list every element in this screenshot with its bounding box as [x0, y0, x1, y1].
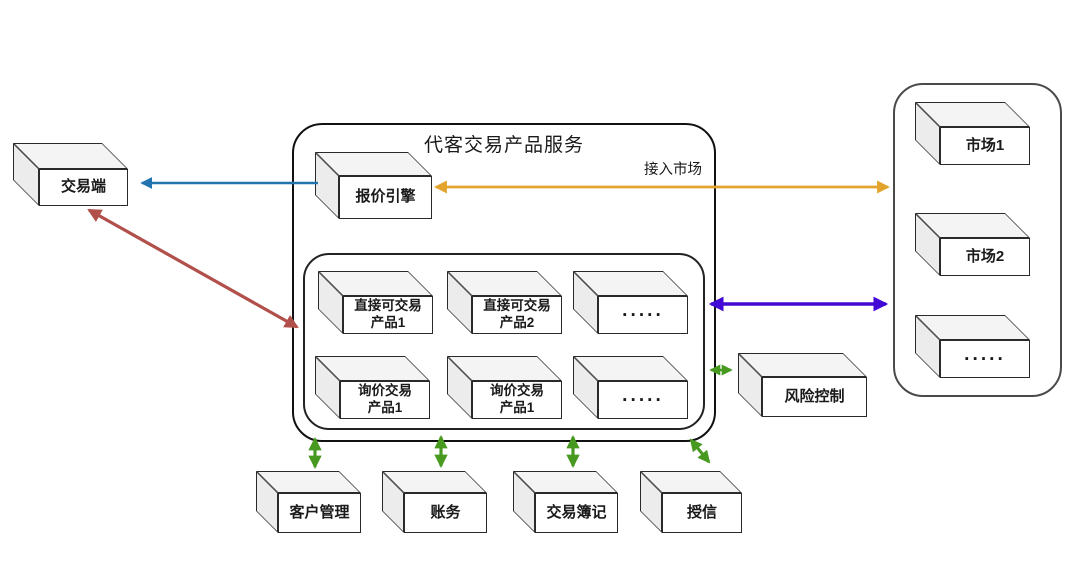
- box-front-face: 直接可交易 产品2: [472, 296, 562, 334]
- node-label: 账务: [430, 503, 461, 521]
- node-label: 客户管理: [289, 503, 350, 521]
- box-front-face: ·····: [598, 381, 688, 419]
- node-market-2[interactable]: 市场2: [915, 213, 1030, 276]
- node-direct-product-2[interactable]: 直接可交易 产品2: [447, 271, 562, 334]
- service-panel-title: 代客交易产品服务: [423, 135, 584, 156]
- node-label-line2: 产品1: [499, 400, 535, 415]
- box-front-face: 交易簿记: [535, 493, 618, 533]
- ellipsis-label: ·····: [964, 348, 1006, 370]
- box-front-face: 市场1: [940, 127, 1030, 165]
- node-label-line1: 直接可交易: [483, 298, 551, 314]
- node-label: 授信: [686, 503, 717, 521]
- box-front-face: 直接可交易 产品1: [343, 296, 433, 334]
- node-accounting[interactable]: 账务: [382, 471, 487, 533]
- node-market-1[interactable]: 市场1: [915, 102, 1030, 165]
- node-rfq-product-1[interactable]: 询价交易 产品1: [315, 356, 430, 419]
- node-label: 交易端: [60, 178, 106, 196]
- box-front-face: 询价交易 产品1: [472, 381, 562, 419]
- node-direct-product-1[interactable]: 直接可交易 产品1: [318, 271, 433, 334]
- node-trade-terminal[interactable]: 交易端: [13, 143, 128, 206]
- node-label-line2: 产品1: [367, 400, 403, 415]
- node-label: 交易簿记: [546, 503, 607, 521]
- ellipsis-label: ·····: [622, 304, 664, 326]
- node-label-line1: 询价交易: [490, 383, 544, 399]
- box-front-face: ·····: [940, 340, 1030, 378]
- arrow-trade-terminal-to-products: [87, 208, 299, 329]
- box-front-face: 授信: [662, 493, 742, 533]
- box-front-face: 市场2: [940, 238, 1030, 276]
- node-customer-mgmt[interactable]: 客户管理: [256, 471, 361, 533]
- node-label-line2: 产品1: [370, 315, 406, 330]
- node-label: 市场1: [965, 136, 1005, 154]
- node-label-line1: 直接可交易: [354, 298, 422, 314]
- ellipsis-label: ·····: [622, 389, 664, 411]
- node-risk-control[interactable]: 风险控制: [738, 353, 867, 417]
- box-front-face: 风险控制: [762, 377, 867, 417]
- node-quote-engine[interactable]: 报价引擎: [315, 152, 432, 219]
- node-label-line1: 询价交易: [358, 383, 412, 399]
- node-label-line2: 产品2: [499, 315, 535, 330]
- box-front-face: 账务: [404, 493, 487, 533]
- node-trade-booking[interactable]: 交易簿记: [513, 471, 618, 533]
- arrow-panel-to-credit: [689, 438, 711, 464]
- node-markets-more[interactable]: ·····: [915, 315, 1030, 378]
- access-market-label: 接入市场: [644, 162, 702, 178]
- node-credit[interactable]: 授信: [640, 471, 742, 533]
- node-label: 报价引擎: [355, 188, 416, 206]
- box-front-face: 询价交易 产品1: [340, 381, 430, 419]
- node-products-more-row2[interactable]: ·····: [573, 356, 688, 419]
- box-front-face: 报价引擎: [339, 176, 432, 219]
- box-front-face: 交易端: [39, 169, 128, 206]
- box-front-face: 客户管理: [278, 493, 361, 533]
- node-products-more-row1[interactable]: ·····: [573, 271, 688, 334]
- box-front-face: ·····: [598, 296, 688, 334]
- node-label: 风险控制: [784, 387, 845, 405]
- node-rfq-product-2[interactable]: 询价交易 产品1: [447, 356, 562, 419]
- node-label: 市场2: [965, 247, 1005, 265]
